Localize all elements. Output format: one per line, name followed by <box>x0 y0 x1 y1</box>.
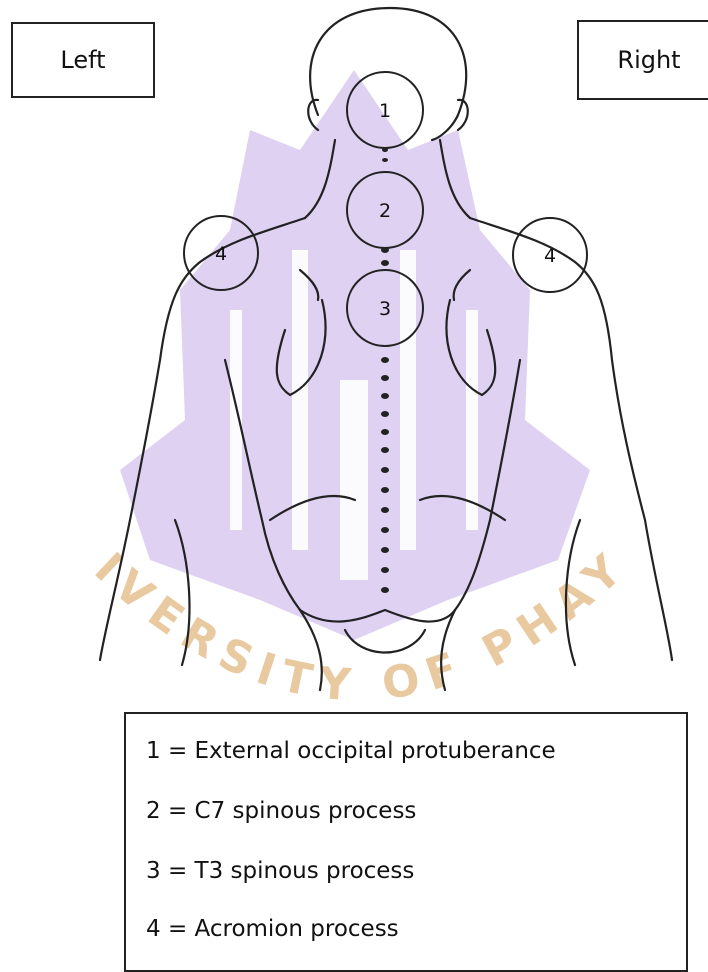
legend-item-3: 3 = T3 spinous process <box>146 858 414 884</box>
left-label-text: Left <box>60 46 105 74</box>
marker-3-number: 3 <box>379 298 391 320</box>
legend-box: 1 = External occipital protuberance 2 = … <box>124 712 688 972</box>
right-ear <box>458 100 468 130</box>
marker-4-left-number: 4 <box>215 243 227 265</box>
right-label-text: Right <box>617 46 680 74</box>
right-side-label: Right <box>577 20 708 100</box>
legend-item-4: 4 = Acromion process <box>146 916 399 942</box>
marker-2-number: 2 <box>379 200 391 222</box>
back-anatomy-figure: UNIVERSITY OF PHAYAO <box>0 0 708 700</box>
legend-item-1: 1 = External occipital protuberance <box>146 738 556 764</box>
marker-1-number: 1 <box>379 100 391 122</box>
left-side-label: Left <box>11 22 155 98</box>
left-ear <box>308 100 318 130</box>
legend-item-2: 2 = C7 spinous process <box>146 798 416 824</box>
marker-4-right-number: 4 <box>544 245 556 267</box>
